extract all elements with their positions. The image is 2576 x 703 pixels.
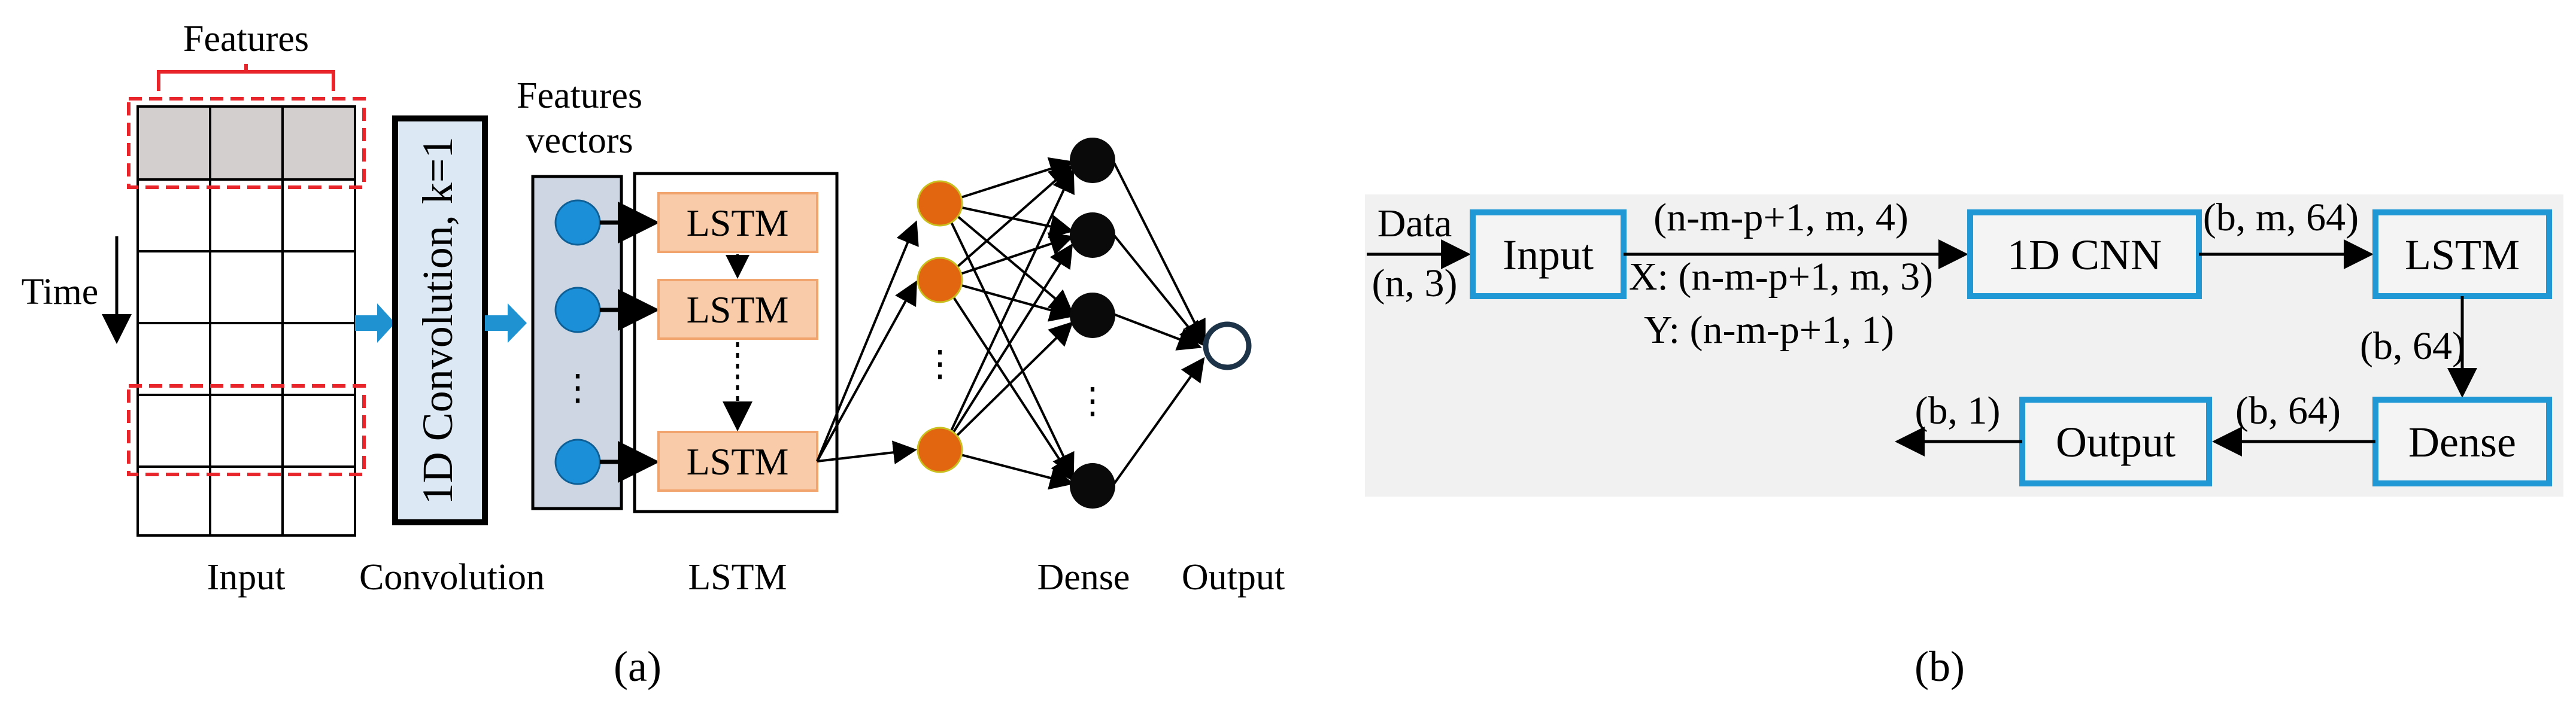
fv-label-line1: Features — [517, 75, 642, 116]
dense-label: Dense — [1037, 557, 1130, 598]
data-shape: (n, 3) — [1372, 261, 1458, 305]
dense-dots: ⋮ — [1075, 381, 1110, 421]
dense-node — [1070, 138, 1115, 183]
input-label: Input — [207, 557, 286, 598]
lstm-container — [633, 172, 839, 513]
lstm-cell — [657, 192, 818, 253]
orange-dots: ⋮ — [922, 344, 958, 384]
lstm-box-text: LSTM — [2405, 231, 2520, 279]
dense-box-text: Dense — [2408, 418, 2516, 466]
input-box-text: Input — [1503, 231, 1594, 279]
features-bracket — [157, 64, 335, 91]
blue-arrow-conv-fv — [485, 303, 527, 343]
output-box-text: Output — [2056, 418, 2176, 466]
features-label: Features — [183, 19, 309, 59]
edge-input-cnn-y: Y: (n-m-p+1, 1) — [1644, 308, 1894, 352]
edge-cnn-lstm: (b, m, 64) — [2203, 196, 2359, 239]
feature-node — [554, 439, 601, 485]
fv-label-line2: vectors — [526, 120, 633, 161]
output-node — [1203, 321, 1252, 370]
dense-node — [1070, 212, 1115, 258]
lstm-cell-text: LSTM — [687, 288, 789, 331]
orange-node — [917, 180, 963, 227]
feature-selection-box — [127, 97, 366, 189]
time-label: Time — [22, 272, 99, 312]
orange-node — [917, 257, 963, 303]
feature-node — [554, 287, 601, 333]
orange-node — [917, 427, 963, 473]
caption-a: (a) — [614, 643, 662, 690]
blue-arrow-input-conv — [355, 303, 395, 343]
output-label: Output — [1182, 557, 1285, 598]
dense-node — [1070, 463, 1115, 509]
feature-node — [554, 199, 601, 246]
panel-a: Features Time Input 1D Convolution, k=1 … — [22, 19, 1285, 690]
edge-output-final: (b, 1) — [1915, 389, 2001, 433]
feature-header-row — [136, 105, 356, 181]
lstm-label: LSTM — [688, 557, 787, 598]
input-box — [1470, 209, 1627, 299]
input-grid — [127, 97, 366, 537]
edge-input-cnn-top: (n-m-p+1, m, 4) — [1653, 196, 1909, 239]
lstm-cell — [657, 279, 818, 340]
dense-connections — [941, 157, 1206, 490]
dense-node — [1070, 293, 1115, 338]
time-window-box — [127, 384, 366, 476]
conv-block — [392, 115, 488, 525]
edge-dense-output: (b, 64) — [2235, 389, 2341, 433]
fv-dots: ⋮ — [560, 368, 596, 407]
edge-input-cnn-x: X: (n-m-p+1, m, 3) — [1629, 255, 1933, 299]
panel-b: Data (n, 3) Input (n-m-p+1, m, 4) X: (n-… — [1365, 194, 2563, 690]
dense-box — [2372, 397, 2552, 486]
output-box — [2019, 397, 2212, 486]
lstm-cell-text: LSTM — [687, 202, 789, 244]
cnn-box — [1967, 209, 2202, 299]
conv-label: Convolution — [359, 557, 545, 598]
edge-lstm-dense: (b, 64) — [2360, 324, 2465, 368]
lstm-cell-text: LSTM — [687, 440, 789, 483]
cnn-box-text: 1D CNN — [2007, 231, 2162, 279]
conv-block-text: 1D Convolution, k=1 — [414, 137, 462, 505]
caption-b: (b) — [1914, 643, 1965, 690]
data-label: Data — [1377, 202, 1452, 245]
